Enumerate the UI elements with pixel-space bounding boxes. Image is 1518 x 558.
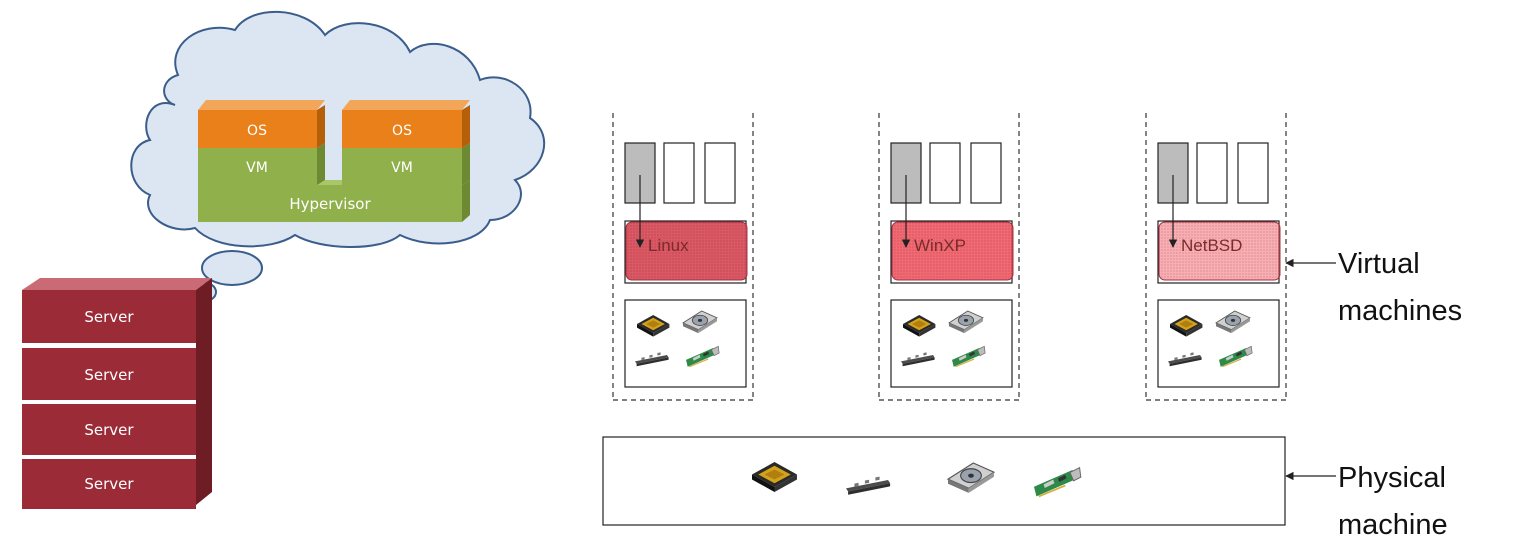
- os-name-label: WinXP: [914, 236, 966, 255]
- physical-label-line2: machine: [1338, 509, 1448, 541]
- vm-label-left: VM: [246, 160, 268, 176]
- virtual-machine-linux: Linux: [612, 113, 754, 401]
- guest-stack-right: VM OS: [342, 100, 470, 185]
- virtual-machines-label: Virtual machines: [1285, 248, 1462, 327]
- virtual-hardware-box: [1157, 299, 1280, 388]
- process-slot: [1196, 142, 1228, 204]
- virtual-label-line2: machines: [1338, 295, 1462, 327]
- virtual-hardware-box: [890, 299, 1013, 388]
- os-name-label: Linux: [648, 236, 689, 255]
- thought-bubble-large: [201, 250, 263, 286]
- os-box-texture: [892, 222, 1013, 280]
- server-label: Server: [84, 308, 134, 326]
- process-slot: [663, 142, 695, 204]
- virtual-machine-winxp: WinXP: [878, 113, 1020, 401]
- physical-machine: [602, 436, 1286, 526]
- vm-label-right: VM: [391, 160, 413, 176]
- virtual-machine-netbsd: NetBSD: [1145, 113, 1287, 401]
- virtual-label-line1: Virtual: [1338, 248, 1420, 280]
- os-name-label: NetBSD: [1181, 236, 1242, 255]
- process-slot: [704, 142, 736, 204]
- physical-label-line1: Physical: [1338, 462, 1446, 494]
- server-rack: Server Server Server Server: [22, 278, 212, 509]
- process-slot: [929, 142, 961, 204]
- thought-cloud: [130, 10, 546, 312]
- guest-stack-left: VM OS: [198, 100, 325, 185]
- server-label: Server: [84, 421, 134, 439]
- process-slot: [970, 142, 1002, 204]
- os-label-left: OS: [247, 123, 267, 139]
- server-label: Server: [84, 475, 134, 493]
- hypervisor-label: Hypervisor: [289, 195, 371, 213]
- server-label: Server: [84, 366, 134, 384]
- physical-machine-label: Physical machine: [1285, 462, 1448, 541]
- virtual-machine-columns: Linux WinXP NetBSD: [612, 113, 1287, 401]
- hypervisor-block: Hypervisor: [198, 180, 470, 222]
- process-slot: [1237, 142, 1269, 204]
- os-box-texture: [1159, 222, 1280, 280]
- virtual-hardware-box: [624, 299, 747, 388]
- os-label-right: OS: [392, 123, 412, 139]
- os-box-texture: [626, 222, 747, 280]
